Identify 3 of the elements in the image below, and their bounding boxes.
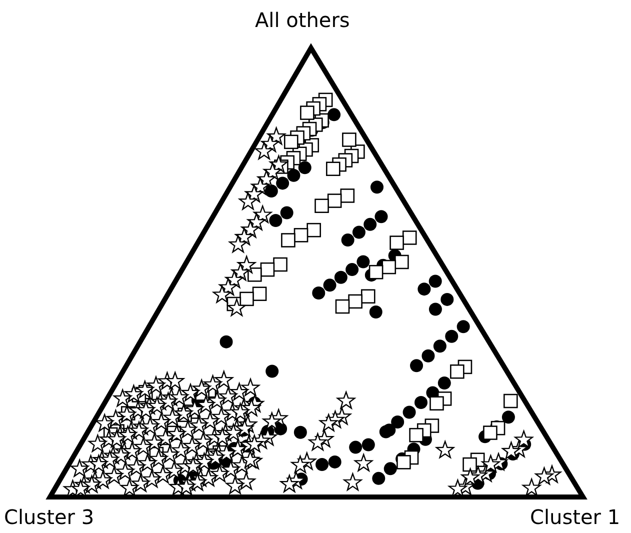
vertex-label: Cluster 1 xyxy=(530,505,620,529)
vertex-label: All others xyxy=(255,8,350,32)
vertex-label: Cluster 3 xyxy=(4,505,94,529)
